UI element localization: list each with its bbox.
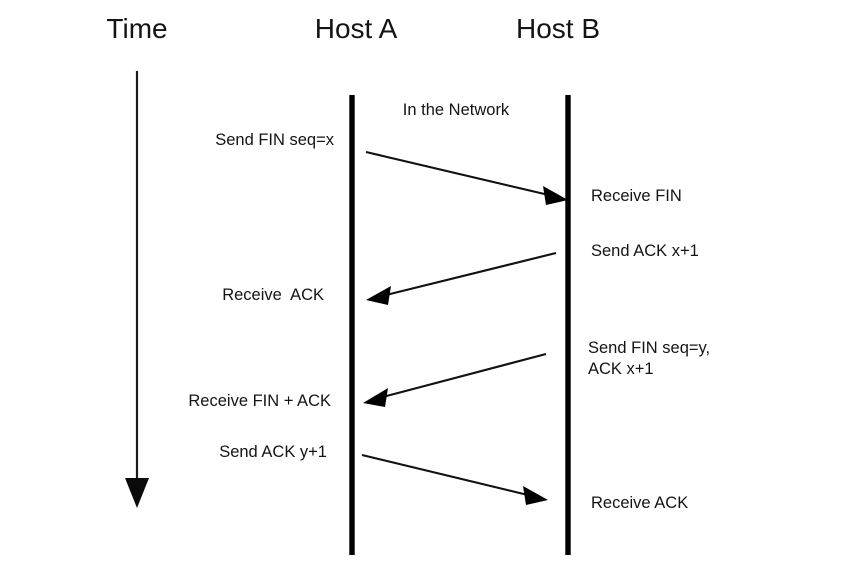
message-arrow-2-ack-b-to-a [366, 251, 557, 305]
message-arrow-4-ack-a-to-b [361, 453, 548, 505]
header-time: Time [106, 13, 168, 44]
message-arrow-3-finack-b-to-a [363, 352, 547, 407]
label-send-ack-x-plus-1: Send ACK x+1 [591, 242, 699, 260]
label-receive-ack: Receive ACK [222, 286, 324, 304]
label-send-fin-seq-y-line1: Send FIN seq=y, [588, 339, 711, 357]
header-host-a: Host A [314, 13, 398, 44]
time-axis-arrow [125, 71, 149, 508]
label-send-fin-seq-y-line2: ACK x+1 [588, 360, 654, 378]
message-arrow-1-fin-a-to-b [365, 150, 568, 205]
label-receive-ack-final: Receive ACK [591, 494, 689, 512]
label-receive-fin: Receive FIN [591, 187, 682, 205]
header-host-b: Host B [515, 13, 601, 44]
label-receive-fin-plus-ack: Receive FIN + ACK [188, 392, 331, 410]
label-send-fin-seq-x: Send FIN seq=x [215, 131, 334, 149]
in-the-network-label: In the Network [402, 101, 510, 119]
label-send-ack-y-plus-1: Send ACK y+1 [219, 443, 327, 461]
